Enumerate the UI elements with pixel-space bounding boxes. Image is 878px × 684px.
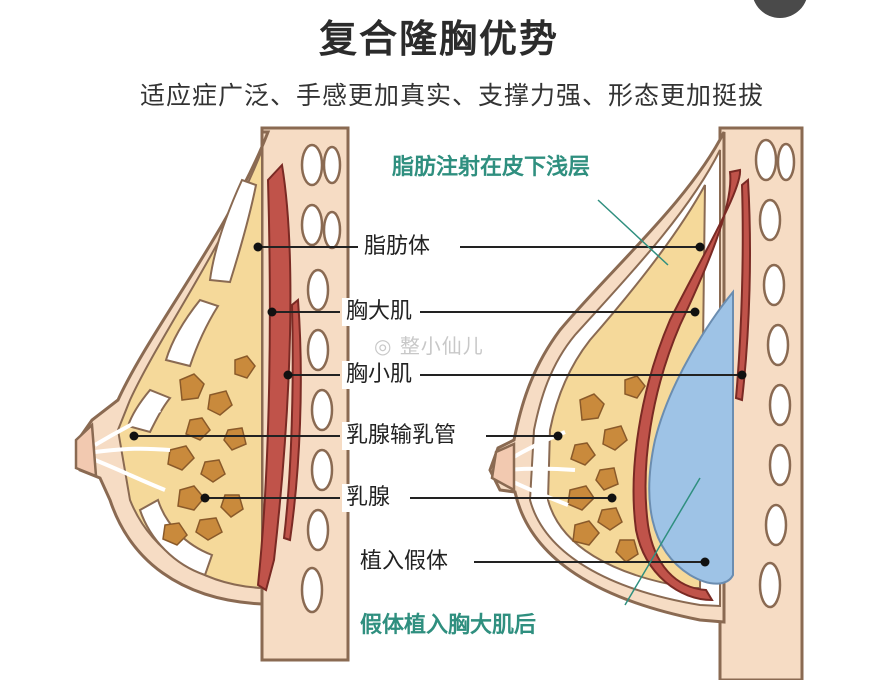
page-subtitle: 适应症广泛、手感更加真实、支撑力强、形态更加挺拔 — [140, 81, 765, 110]
callout-pointers — [597, 199, 701, 606]
left-nipple — [74, 422, 98, 478]
right-gland-blobs — [567, 375, 646, 563]
right-pectoralis-minor — [734, 177, 751, 402]
right-breast-cross-section — [488, 126, 804, 682]
leader-dots — [129, 242, 747, 567]
label-implant: 植入假体 — [356, 548, 453, 576]
label-pectoralis-minor: 胸小肌 — [342, 361, 417, 389]
left-milk-ducts — [93, 408, 171, 492]
right-nipple — [490, 442, 516, 493]
left-pectoralis-minor — [282, 297, 302, 542]
corner-avatar-badge — [752, 0, 808, 18]
watermark-text: 整小仙儿 — [399, 334, 484, 358]
right-ribs — [754, 138, 796, 609]
right-pectoralis-major — [632, 168, 742, 602]
label-gland: 乳腺 — [342, 484, 395, 512]
left-ribs — [300, 143, 342, 614]
left-gland-blobs — [162, 355, 256, 546]
left-pectoralis-major — [256, 162, 292, 592]
label-pectoralis-major: 胸大肌 — [342, 298, 417, 326]
weibo-icon: ◎ — [374, 334, 400, 358]
watermark: ◎ 整小仙儿 — [374, 330, 484, 359]
left-breast-cross-section — [74, 126, 350, 662]
callout-implant-position: 假体植入胸大肌后 — [360, 613, 537, 638]
leader-lines — [134, 246, 742, 563]
page-title: 复合隆胸优势 — [318, 17, 559, 61]
right-breast-implant — [648, 289, 734, 585]
callout-fat-injection: 脂肪注射在皮下浅层 — [392, 155, 591, 180]
label-fat: 脂肪体 — [360, 233, 435, 261]
label-milk-ducts: 乳腺输乳管 — [342, 422, 461, 450]
